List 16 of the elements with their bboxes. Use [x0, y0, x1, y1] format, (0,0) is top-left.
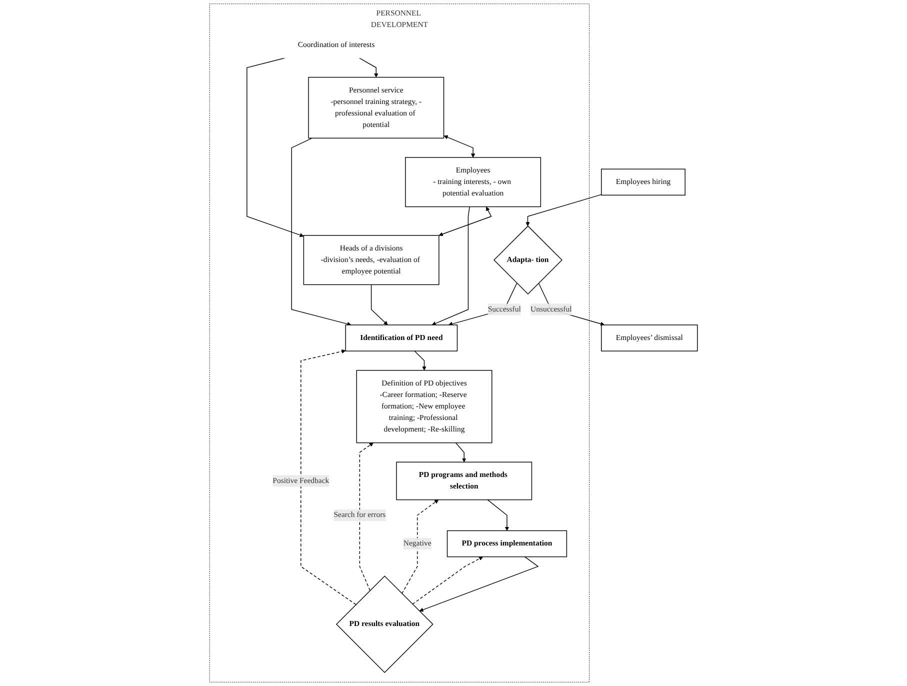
- arrow: [300, 349, 356, 605]
- arrow: [402, 500, 439, 594]
- arrow: [414, 350, 426, 371]
- arrow: [412, 556, 484, 605]
- arrow: [246, 58, 304, 238]
- arrow: [370, 284, 388, 326]
- arrow: [455, 442, 466, 462]
- arrow: [487, 499, 510, 531]
- arrow: [291, 138, 352, 326]
- arrow: [359, 442, 374, 591]
- arrow: [358, 58, 378, 78]
- arrow: [419, 556, 539, 612]
- arrow: [438, 206, 492, 236]
- arrow: [432, 206, 470, 326]
- arrow: [444, 135, 476, 158]
- arrow: [526, 194, 602, 226]
